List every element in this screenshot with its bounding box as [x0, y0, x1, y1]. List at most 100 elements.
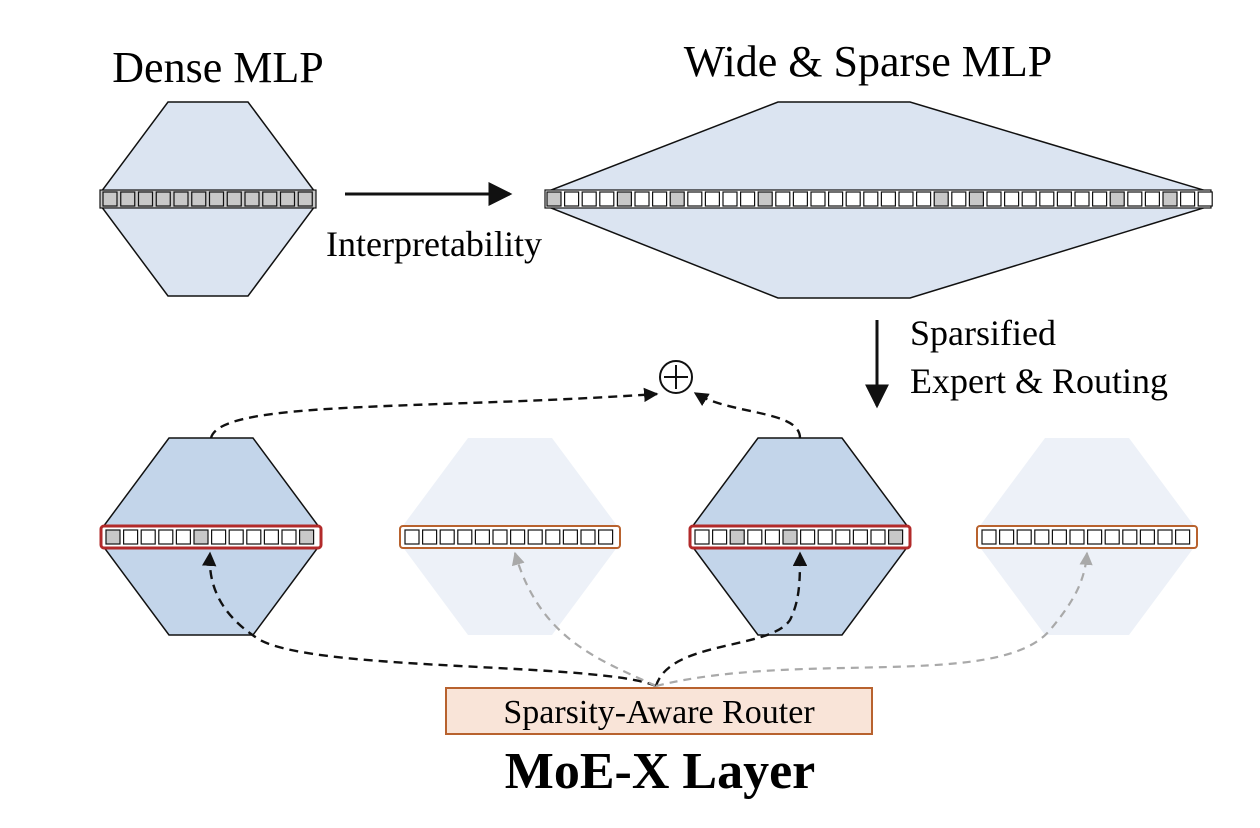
- wide-sparse-mlp-neuron: [1039, 191, 1055, 207]
- wide-sparse-mlp-neuron: [1003, 191, 1020, 207]
- dense-mlp-neuron: [297, 191, 313, 207]
- wide-sparse-mlp-neuron: [1162, 191, 1178, 207]
- wide-sparse-mlp-neuron: [1109, 191, 1125, 207]
- wide-sparse-mlp-neuron: [757, 191, 773, 207]
- expert-3-neuron: [817, 529, 833, 545]
- wide-sparse-mlp-neuron: [669, 191, 685, 207]
- expert-1-neuron: [246, 529, 262, 545]
- expert-1-output-arrow: [209, 387, 659, 439]
- expert-2-neuron: [562, 529, 579, 545]
- wide-sparse-mlp-neuron-row: [544, 189, 1213, 209]
- moe-x-layer-title: MoE-X Layer: [505, 743, 815, 800]
- expert-3-neuron: [747, 529, 763, 545]
- expert-4-neuron: [998, 529, 1015, 545]
- wide-sparse-mlp-neuron: [775, 191, 791, 207]
- expert-1-neuron: [228, 529, 244, 545]
- dense-mlp-neuron-bar: [99, 189, 317, 209]
- expert-4-neuron: [1104, 529, 1120, 545]
- expert-3-neuron: [694, 529, 710, 545]
- router-to-expert-4-arrow: [655, 551, 1093, 688]
- expert-3-neuron: [764, 529, 781, 545]
- expert-4-neuron: [1069, 529, 1085, 545]
- wide-sparse-mlp-neuron: [880, 191, 897, 207]
- wide-sparse-mlp-neuron: [722, 191, 738, 207]
- dense-mlp-neuron: [262, 191, 278, 207]
- expert-3-neuron: [729, 529, 745, 545]
- dense-mlp-neuron: [120, 191, 136, 207]
- expert-4-group: [976, 438, 1198, 635]
- dense-mlp-neuron: [279, 191, 296, 207]
- expert-3-neuron: [887, 529, 904, 545]
- expert-1-group: [99, 437, 323, 636]
- wide-sparse-mlp-neuron: [581, 191, 597, 207]
- experts-layer: [99, 437, 1198, 636]
- wide-sparse-mlp-neuron: [704, 191, 721, 207]
- expert-4-neuron: [1174, 529, 1191, 545]
- wide-sparse-mlp-neuron: [546, 191, 562, 207]
- interpretability-label: Interpretability: [326, 224, 542, 264]
- expert-2-neuron: [422, 529, 438, 545]
- expert-4-neuron: [981, 529, 997, 545]
- sparsified-label-line2: Expert & Routing: [910, 361, 1168, 401]
- wide-sparse-mlp-neuron: [599, 191, 615, 207]
- expert-1-neuron: [263, 529, 279, 545]
- dense-mlp-neuron-row: [99, 189, 317, 209]
- wide-sparse-mlp-label: Wide & Sparse MLP: [684, 37, 1053, 86]
- dense-mlp-label: Dense MLP: [112, 43, 323, 92]
- expert-4-neuron: [1086, 529, 1103, 545]
- expert-1-neuron: [158, 529, 174, 545]
- sparsified-label-line1: Sparsified: [910, 313, 1056, 353]
- wide-sparse-mlp-neuron: [651, 191, 668, 207]
- expert-1-neuron: [211, 529, 227, 545]
- wide-sparse-mlp-neuron: [1056, 191, 1073, 207]
- expert-3-neuron: [870, 529, 886, 545]
- wide-sparse-mlp-neuron: [1127, 191, 1143, 207]
- wide-sparse-mlp-neuron: [1179, 191, 1196, 207]
- expert-1-neuron: [140, 529, 156, 545]
- sparsity-aware-router-label: Sparsity-Aware Router: [503, 694, 815, 731]
- dense-mlp-neuron: [137, 191, 154, 207]
- wide-sparse-mlp-neuron: [986, 191, 1002, 207]
- dense-mlp-neuron: [226, 191, 242, 207]
- dense-mlp-neuron: [102, 191, 118, 207]
- expert-1-neuron: [105, 529, 121, 545]
- dense-mlp-neuron: [208, 191, 225, 207]
- wide-sparse-mlp-neuron: [634, 191, 650, 207]
- expert-1-neuron: [175, 529, 191, 545]
- expert-2-neuron: [527, 529, 543, 545]
- expert-3-neuron: [799, 529, 816, 545]
- router-to-expert-2-arrow: [511, 551, 657, 687]
- expert-4-neuron: [1051, 529, 1068, 545]
- dense-mlp-neuron: [244, 191, 260, 207]
- expert-3-neuron: [835, 529, 851, 545]
- expert-1-neuron: [193, 529, 209, 545]
- expert-4-neuron: [1139, 529, 1156, 545]
- wide-sparse-mlp-neuron: [898, 191, 914, 207]
- wide-sparse-mlp-neuron: [616, 191, 633, 207]
- wide-sparse-mlp-neuron: [563, 191, 580, 207]
- expert-4-neuron: [1034, 529, 1050, 545]
- wide-sparse-mlp-neuron: [968, 191, 985, 207]
- wide-sparse-mlp-neuron: [1091, 191, 1108, 207]
- expert-4-neuron: [1122, 529, 1138, 545]
- expert-2-neuron: [545, 529, 561, 545]
- expert-2-group: [399, 438, 621, 635]
- expert-3-neuron: [852, 529, 869, 545]
- expert-3-neuron: [782, 529, 798, 545]
- wide-sparse-mlp-neuron: [1197, 191, 1213, 207]
- expert-2-neuron: [457, 529, 473, 545]
- expert-2-neuron: [474, 529, 490, 545]
- expert-1-neuron: [281, 529, 297, 545]
- expert-1-neuron: [122, 529, 139, 545]
- router-to-expert-3-arrow: [654, 551, 808, 687]
- wide-sparse-mlp-neuron: [827, 191, 844, 207]
- wide-sparse-mlp-neuron: [687, 191, 703, 207]
- wide-sparse-mlp-neuron: [951, 191, 967, 207]
- expert-3-group: [688, 437, 912, 636]
- expert-1-neuron: [299, 529, 315, 545]
- expert-2-neuron: [580, 529, 596, 545]
- wide-sparse-mlp-neuron: [792, 191, 809, 207]
- expert-2-neuron: [439, 529, 455, 545]
- expert-4-neuron: [1157, 529, 1173, 545]
